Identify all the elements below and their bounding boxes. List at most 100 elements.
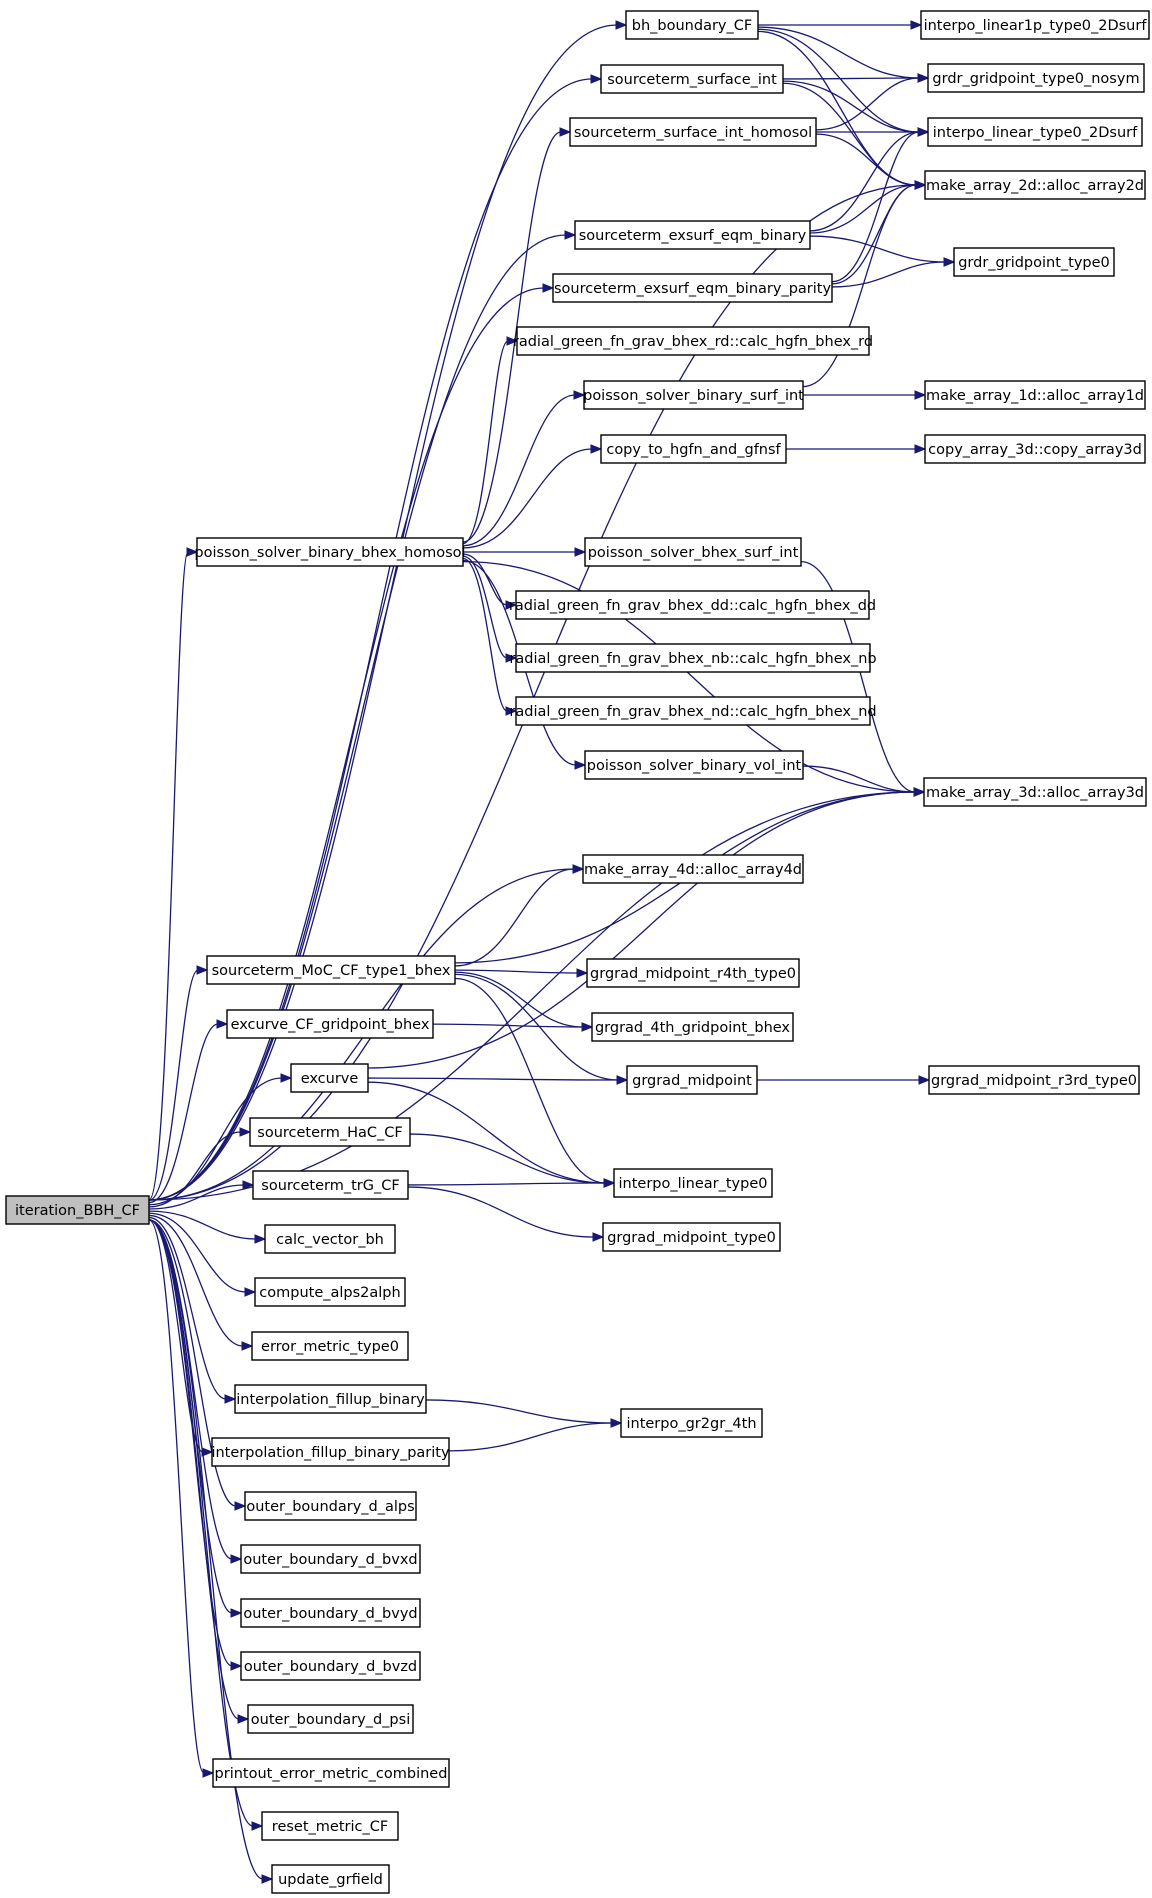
edge-iteration-bbh-cf-to-sourceterm-exsurf-eqm-binary [148, 234, 567, 1201]
arrowhead-poisson-solver-binary-bhex-homosol-to-radial-green-fn-grav-bhex-nb [505, 653, 518, 663]
node-label-radial-green-fn-grav-bhex-nd: radial_green_fn_grav_bhex_nd::calc_hgfn_… [509, 704, 876, 720]
node-box-sourceterm-moc-cf-type1-bhex [206, 955, 456, 985]
node-printout-error-metric-combined[interactable]: printout_error_metric_combined [212, 1758, 450, 1788]
edge-iteration-bbh-cf-to-compute-alps2alph [148, 1212, 247, 1293]
node-sourceterm-hac-cf[interactable]: sourceterm_HaC_CF [249, 1117, 411, 1147]
arrowhead-excurve-to-make-array-3d [913, 787, 926, 797]
node-box-grgrad-midpoint [626, 1065, 758, 1095]
node-poisson-solver-binary-vol-int[interactable]: poisson_solver_binary_vol_int [584, 750, 804, 780]
node-grgrad-midpoint[interactable]: grgrad_midpoint [626, 1065, 758, 1095]
node-sourceterm-trg-cf[interactable]: sourceterm_trG_CF [252, 1170, 409, 1200]
node-interpolation-fillup-binary[interactable]: interpolation_fillup_binary [234, 1384, 427, 1414]
node-box-iteration-bbh-cf [5, 1195, 150, 1225]
node-grgrad-4th-gridpoint-bhex[interactable]: grgrad_4th_gridpoint_bhex [591, 1012, 794, 1042]
node-interpo-linear1p-type0-2dsurf[interactable]: interpo_linear1p_type0_2Dsurf [920, 10, 1150, 40]
node-radial-green-fn-grav-bhex-nd[interactable]: radial_green_fn_grav_bhex_nd::calc_hgfn_… [509, 696, 877, 726]
node-label-radial-green-fn-grav-bhex-rd: radial_green_fn_grav_bhex_rd::calc_hgfn_… [513, 334, 873, 350]
node-box-outer-boundary-d-psi [247, 1704, 414, 1734]
node-box-make-array-3d [923, 777, 1147, 807]
node-interpo-gr2gr-4th[interactable]: interpo_gr2gr_4th [620, 1408, 763, 1438]
node-grdr-gridpoint-type0[interactable]: grdr_gridpoint_type0 [953, 247, 1115, 277]
node-label-sourceterm-trg-cf: sourceterm_trG_CF [261, 1178, 399, 1194]
node-grgrad-midpoint-r3rd-type0[interactable]: grgrad_midpoint_r3rd_type0 [928, 1065, 1140, 1095]
node-label-interpolation-fillup-binary: interpolation_fillup_binary [236, 1392, 425, 1408]
node-interpolation-fillup-binary-parity[interactable]: interpolation_fillup_binary_parity [211, 1437, 450, 1467]
node-box-excurve-cf-gridpoint-bhex [226, 1009, 434, 1039]
node-label-make-array-1d: make_array_1d::alloc_array1d [926, 388, 1144, 404]
node-outer-boundary-d-bvzd[interactable]: outer_boundary_d_bvzd [240, 1651, 421, 1681]
arrowhead-excurve-cf-gridpoint-bhex-to-grgrad-4th-gridpoint-bhex [581, 1022, 594, 1032]
node-label-reset-metric-cf: reset_metric_CF [272, 1819, 388, 1835]
node-box-excurve [290, 1063, 369, 1093]
edge-sourceterm-surface-int-homosol-to-grdr-gridpoint-type0-nosym [815, 77, 920, 131]
node-make-array-4d[interactable]: make_array_4d::alloc_array4d [582, 854, 804, 884]
node-iteration-bbh-cf[interactable]: iteration_BBH_CF [5, 1195, 150, 1225]
node-make-array-1d[interactable]: make_array_1d::alloc_array1d [924, 380, 1146, 410]
edge-bh-boundary-cf-to-make-array-2d [757, 30, 917, 186]
node-label-interpolation-fillup-binary-parity: interpolation_fillup_binary_parity [211, 1445, 450, 1461]
node-radial-green-fn-grav-bhex-rd[interactable]: radial_green_fn_grav_bhex_rd::calc_hgfn_… [513, 326, 873, 356]
edge-sourceterm-surface-int-homosol-to-make-array-2d [815, 133, 917, 186]
node-box-poisson-solver-binary-surf-int [583, 380, 804, 410]
arrowhead-bh-boundary-cf-to-interpo-linear1p-type0-2dsurf [910, 20, 923, 30]
node-grgrad-midpoint-type0[interactable]: grgrad_midpoint_type0 [602, 1222, 781, 1252]
node-poisson-solver-binary-surf-int[interactable]: poisson_solver_binary_surf_int [583, 380, 804, 410]
node-outer-boundary-d-bvyd[interactable]: outer_boundary_d_bvyd [240, 1598, 421, 1628]
node-sourceterm-exsurf-eqm-binary[interactable]: sourceterm_exsurf_eqm_binary [574, 220, 811, 250]
edge-sourceterm-exsurf-eqm-binary-to-make-array-2d [809, 184, 917, 234]
node-label-poisson-solver-binary-surf-int: poisson_solver_binary_surf_int [583, 388, 804, 404]
edge-poisson-solver-bhex-surf-int-to-make-array-3d [800, 560, 916, 793]
node-make-array-2d[interactable]: make_array_2d::alloc_array2d [924, 170, 1146, 200]
arrowhead-iteration-bbh-cf-to-outer-boundary-d-bvyd [230, 1608, 243, 1618]
node-poisson-solver-binary-bhex-homosol[interactable]: poisson_solver_binary_bhex_homosol [194, 537, 466, 567]
arrowhead-poisson-solver-binary-bhex-homosol-to-poisson-solver-bhex-surf-int [574, 547, 587, 557]
node-outer-boundary-d-bvxd[interactable]: outer_boundary_d_bvxd [240, 1544, 421, 1574]
node-interpo-linear-type0[interactable]: interpo_linear_type0 [613, 1168, 773, 1198]
edge-excurve-to-grgrad-midpoint [367, 1077, 619, 1081]
node-label-sourceterm-exsurf-eqm-binary: sourceterm_exsurf_eqm_binary [579, 228, 807, 244]
node-copy-array-3d[interactable]: copy_array_3d::copy_array3d [924, 434, 1146, 464]
node-excurve[interactable]: excurve [290, 1063, 369, 1093]
node-error-metric-type0[interactable]: error_metric_type0 [251, 1331, 409, 1361]
node-excurve-cf-gridpoint-bhex[interactable]: excurve_CF_gridpoint_bhex [226, 1009, 434, 1039]
node-label-update-grfield: update_grfield [278, 1872, 383, 1888]
edge-sourceterm-exsurf-eqm-binary-to-grdr-gridpoint-type0 [809, 235, 946, 263]
node-bh-boundary-cf[interactable]: bh_boundary_CF [625, 10, 759, 40]
node-sourceterm-surface-int[interactable]: sourceterm_surface_int [600, 64, 784, 94]
node-outer-boundary-d-psi[interactable]: outer_boundary_d_psi [247, 1704, 414, 1734]
node-interpo-linear-type0-2dsurf[interactable]: interpo_linear_type0_2Dsurf [927, 117, 1143, 147]
node-box-radial-green-fn-grav-bhex-rd [516, 326, 870, 356]
node-reset-metric-cf[interactable]: reset_metric_CF [261, 1811, 399, 1841]
node-grgrad-midpoint-r4th-type0[interactable]: grgrad_midpoint_r4th_type0 [586, 958, 800, 988]
node-radial-green-fn-grav-bhex-nb[interactable]: radial_green_fn_grav_bhex_nb::calc_hgfn_… [509, 643, 877, 673]
arrowhead-iteration-bbh-cf-to-poisson-solver-binary-bhex-homosol [186, 547, 199, 557]
node-sourceterm-exsurf-eqm-binary-parity[interactable]: sourceterm_exsurf_eqm_binary_parity [552, 273, 833, 303]
node-label-sourceterm-moc-cf-type1-bhex: sourceterm_MoC_CF_type1_bhex [212, 963, 451, 979]
node-update-grfield[interactable]: update_grfield [271, 1864, 390, 1894]
node-compute-alps2alph[interactable]: compute_alps2alph [254, 1277, 406, 1307]
node-label-interpo-linear1p-type0-2dsurf: interpo_linear1p_type0_2Dsurf [924, 18, 1148, 34]
node-sourceterm-surface-int-homosol[interactable]: sourceterm_surface_int_homosol [569, 117, 817, 147]
edge-iteration-bbh-cf-to-sourceterm-exsurf-eqm-binary-parity [148, 287, 545, 1201]
node-sourceterm-moc-cf-type1-bhex[interactable]: sourceterm_MoC_CF_type1_bhex [206, 955, 456, 985]
node-outer-boundary-d-alps[interactable]: outer_boundary_d_alps [244, 1491, 417, 1521]
node-radial-green-fn-grav-bhex-dd[interactable]: radial_green_fn_grav_bhex_dd::calc_hgfn_… [509, 590, 876, 620]
node-box-sourceterm-exsurf-eqm-binary-parity [552, 273, 833, 303]
node-box-reset-metric-cf [261, 1811, 399, 1841]
node-make-array-3d[interactable]: make_array_3d::alloc_array3d [923, 777, 1147, 807]
node-label-outer-boundary-d-alps: outer_boundary_d_alps [246, 1499, 414, 1515]
node-label-calc-vector-bh: calc_vector_bh [276, 1232, 384, 1248]
node-copy-to-hgfn-and-gfnsf[interactable]: copy_to_hgfn_and_gfnsf [600, 434, 787, 464]
edge-bh-boundary-cf-to-grdr-gridpoint-type0-nosym [757, 26, 920, 79]
edge-iteration-bbh-cf-to-error-metric-type0 [148, 1214, 244, 1347]
node-box-printout-error-metric-combined [212, 1758, 450, 1788]
node-label-bh-boundary-cf: bh_boundary_CF [632, 18, 752, 34]
node-poisson-solver-bhex-surf-int[interactable]: poisson_solver_bhex_surf_int [584, 537, 802, 567]
arrowhead-poisson-solver-binary-bhex-homosol-to-radial-green-fn-grav-bhex-dd [505, 600, 518, 610]
node-calc-vector-bh[interactable]: calc_vector_bh [264, 1224, 396, 1254]
node-grdr-gridpoint-type0-nosym[interactable]: grdr_gridpoint_type0_nosym [927, 63, 1145, 93]
node-box-compute-alps2alph [254, 1277, 406, 1307]
node-box-sourceterm-exsurf-eqm-binary [574, 220, 811, 250]
edge-excurve-to-make-array-3d [367, 791, 916, 1069]
